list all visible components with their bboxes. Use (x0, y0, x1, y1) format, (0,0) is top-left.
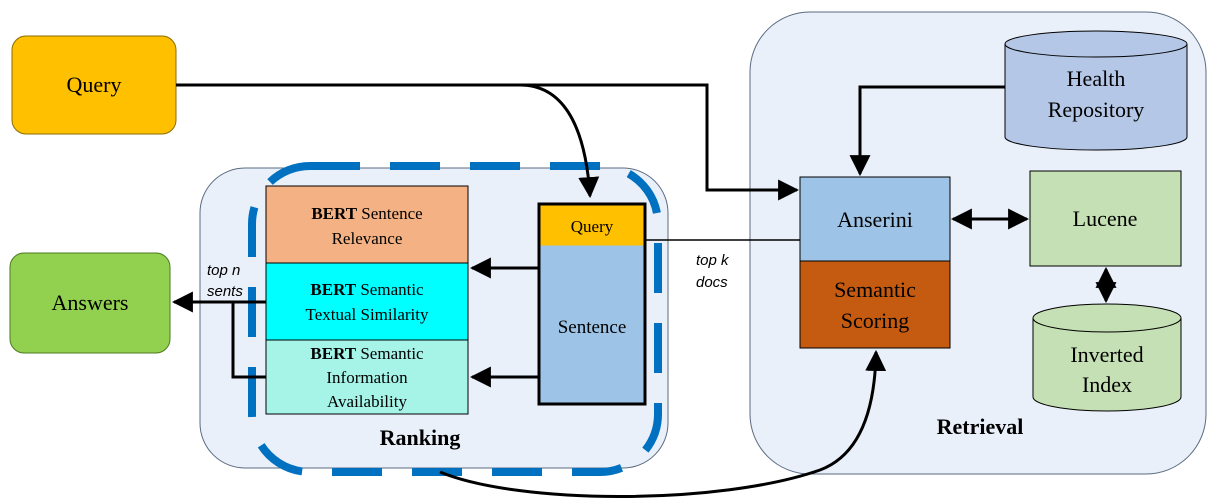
answers-box (9, 252, 171, 354)
ranking-title: Ranking (380, 425, 461, 450)
top-k-label: top k (696, 252, 730, 269)
bert-availability-label: BERT Semantic (310, 344, 424, 363)
top-k-label-2: docs (696, 274, 728, 291)
health-repository-label-2: Repository (1048, 97, 1145, 122)
lucene-label: Lucene (1073, 206, 1138, 231)
stack-query-label: Query (571, 217, 614, 236)
bert-similarity-box (265, 262, 469, 341)
scoring-feedback-arrow (439, 349, 887, 498)
top-n-label: top n (207, 262, 240, 279)
semantic-scoring-label: Semantic (834, 277, 916, 302)
semantic-scoring-label-2: Scoring (841, 308, 909, 333)
bracket-line (231, 302, 266, 379)
inverted-index-label: Inverted (1070, 342, 1143, 367)
retrieval-title: Retrieval (937, 414, 1024, 439)
bert-relevance-box (265, 185, 469, 264)
query-to-stack-arrow (519, 83, 600, 199)
anserini-box (799, 176, 951, 262)
health-repository-label: Health (1067, 66, 1126, 91)
stack-query-cell (540, 205, 644, 246)
bert-availability-box (265, 339, 469, 415)
query-label: Query (67, 72, 122, 97)
semantic-scoring-box (799, 260, 951, 349)
health-repository-cylinder (1004, 30, 1188, 151)
query-to-anserini-arrow (176, 83, 800, 201)
inverted-index-cylinder (1032, 303, 1182, 412)
bert-relevance-label: BERT Sentence (311, 204, 422, 223)
anserini-label: Anserini (837, 207, 913, 232)
inverted-index-label-2: Index (1082, 372, 1132, 397)
bert-availability-label-3: Availability (327, 392, 407, 411)
bert-similarity-label-2: Textual Similarity (306, 305, 429, 324)
connectors (171, 83, 1117, 498)
ranking-dashed-border (248, 162, 662, 476)
bert-similarity-label: BERT Semantic (310, 280, 424, 299)
lucene-box (1029, 170, 1182, 267)
top-n-label-2: sents (207, 283, 243, 300)
answers-label: Answers (52, 290, 129, 315)
bert-relevance-label-2: Relevance (332, 229, 403, 248)
repository-to-anserini-arrow (849, 85, 1005, 177)
bert-availability-label-2: Information (326, 368, 408, 387)
stack-sentence-label: Sentence (558, 317, 627, 338)
